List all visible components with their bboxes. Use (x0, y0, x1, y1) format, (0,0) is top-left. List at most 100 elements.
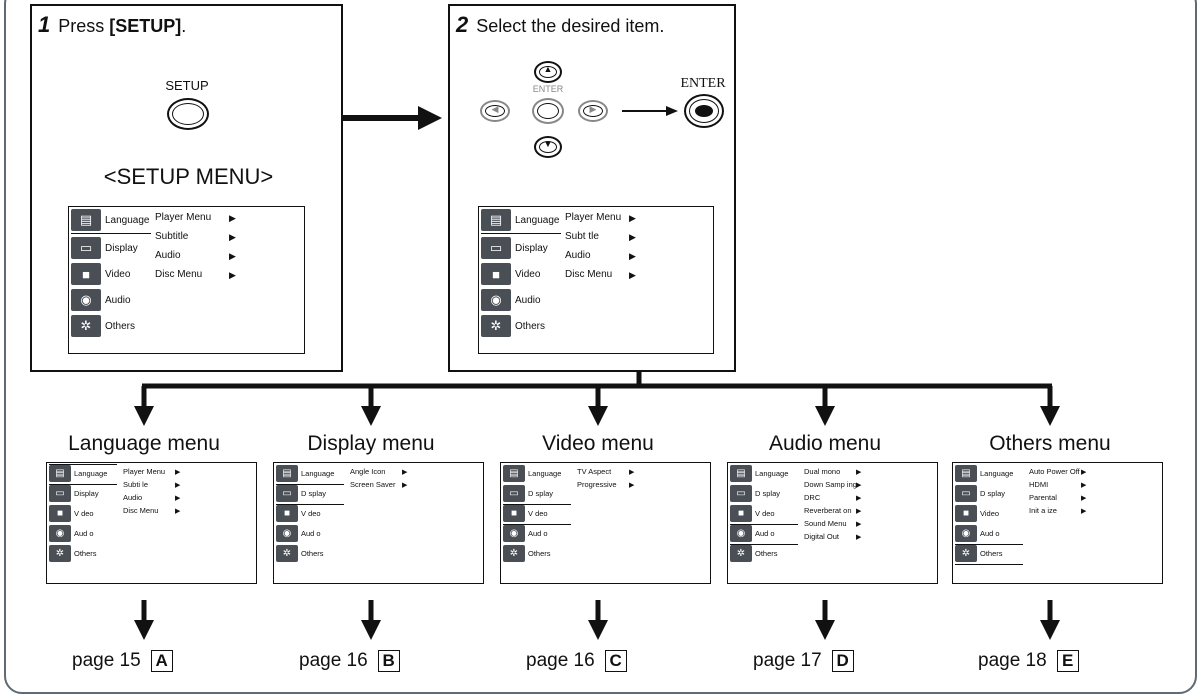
language-icon: ▤ (955, 465, 977, 482)
right-arrow-icon: ▶ (589, 104, 597, 114)
submenu-option[interactable]: Init a ize (1029, 506, 1057, 515)
arrow-right-icon: ▶ (175, 508, 181, 515)
arrow-right-icon: ▶ (629, 469, 635, 476)
page-number: page 18 (978, 650, 1047, 671)
submenu-option[interactable]: TV Aspect (577, 467, 612, 476)
option-disc-menu[interactable]: Disc Menu (565, 269, 613, 280)
menu-item-video[interactable]: ■V deo (276, 505, 321, 522)
down-arrow-icon: ▼ (543, 139, 553, 149)
arrow-right-icon: ▶ (629, 232, 636, 242)
setup-button[interactable] (167, 98, 209, 130)
menu-item-video[interactable]: ■Video (481, 263, 540, 285)
menu-item-display[interactable]: ▭D splay (730, 485, 780, 502)
menu-item-video[interactable]: ■V deo (503, 505, 548, 522)
menu-item-language[interactable]: ▤Language (481, 209, 560, 231)
display-icon: ▭ (276, 485, 298, 502)
menu-item-others[interactable]: ✲Others (730, 545, 778, 562)
menu-item-display[interactable]: ▭D splay (503, 485, 553, 502)
menu-item-label: V deo (301, 509, 321, 518)
menu-item-language[interactable]: ▤Language (730, 465, 788, 482)
submenu-option[interactable]: Screen Saver (350, 480, 396, 489)
menu-item-label: Others (301, 549, 324, 558)
menu-item-language[interactable]: ▤Language (503, 465, 561, 482)
submenu-option[interactable]: Dual mono (804, 467, 841, 476)
menu-item-display[interactable]: ▭Display (71, 237, 138, 259)
submenu-option[interactable]: Angle Icon (350, 467, 386, 476)
menu-item-others[interactable]: ✲Others (71, 315, 135, 337)
menu-item-audio[interactable]: ◉Aud o (49, 525, 94, 542)
menu-item-video[interactable]: ■Video (71, 263, 130, 285)
menu-item-others[interactable]: ✲Others (955, 545, 1003, 562)
menu-item-language[interactable]: ▤Language (71, 209, 150, 231)
menu-item-display[interactable]: ▭D splay (276, 485, 326, 502)
menu-item-display[interactable]: ▭D splay (955, 485, 1005, 502)
menu-item-others[interactable]: ✲Others (49, 545, 97, 562)
submenu-option[interactable]: Disc Menu (123, 506, 159, 515)
submenu-option[interactable]: Parental (1029, 493, 1057, 502)
arrow-right-icon: ▶ (1081, 508, 1087, 515)
arrow-right-icon: ▶ (1081, 482, 1087, 489)
submenu-option[interactable]: Auto Power Off (1029, 467, 1080, 476)
menu-item-audio[interactable]: ◉Aud o (730, 525, 775, 542)
menu-item-language[interactable]: ▤Language (49, 465, 107, 482)
arrow-right-icon: ▶ (856, 508, 862, 515)
right-button[interactable] (578, 100, 608, 122)
menu-item-others[interactable]: ✲Others (481, 315, 545, 337)
arrow-right-icon: ▶ (629, 251, 636, 261)
submenu-option[interactable]: Reverberat on (804, 506, 852, 515)
menu-item-language[interactable]: ▤Language (276, 465, 334, 482)
submenu-option[interactable]: Digital Out (804, 532, 840, 541)
submenu-option[interactable]: Sound Menu (804, 519, 847, 528)
menu-item-audio[interactable]: ◉Aud o (955, 525, 1000, 542)
menu-item-display[interactable]: ▭Display (481, 237, 548, 259)
diagram-frame (4, 0, 1197, 694)
menu-item-others[interactable]: ✲Others (276, 545, 324, 562)
option-disc-menu[interactable]: Disc Menu (155, 269, 203, 280)
menu-item-audio[interactable]: ◉Aud o (503, 525, 548, 542)
menu-item-video[interactable]: ■V deo (49, 505, 94, 522)
option-player-menu[interactable]: Player Menu (155, 212, 212, 223)
menu-item-video[interactable]: ■Video (955, 505, 999, 522)
audio-icon: ◉ (730, 525, 752, 542)
menu-item-label: D splay (980, 489, 1006, 498)
audio-menu-screen: ▤Language ▭D splay ■V deo ◉Aud o ✲Others Dual… (727, 462, 938, 584)
submenu-option[interactable]: Progressive (577, 480, 617, 489)
down-button[interactable] (534, 136, 562, 158)
menu-item-audio[interactable]: ◉Audio (71, 289, 131, 311)
submenu-option[interactable]: Audio (123, 493, 143, 502)
submenu-option[interactable]: HDMI (1029, 480, 1049, 489)
page-number: page 16 (526, 650, 595, 671)
submenu-option[interactable]: Down Samp ing (804, 480, 857, 489)
left-button[interactable] (480, 100, 510, 122)
menu-item-label: Display (74, 489, 99, 498)
menu-item-display[interactable]: ▭Display (49, 485, 99, 502)
menu-item-label: D splay (301, 489, 327, 498)
menu-item-audio[interactable]: ◉Audio (481, 289, 541, 311)
submenu-option[interactable]: DRC (804, 493, 821, 502)
others-icon: ✲ (955, 545, 977, 562)
menu-item-label: Aud o (755, 529, 775, 538)
menu-item-audio[interactable]: ◉Aud o (276, 525, 321, 542)
menu-item-video[interactable]: ■V deo (730, 505, 775, 522)
menu-divider (49, 464, 117, 465)
submenu-option[interactable]: Subti le (123, 480, 149, 489)
up-button[interactable] (534, 61, 562, 83)
arrow-right-icon: ▶ (402, 469, 408, 476)
option-audio[interactable]: Audio (565, 250, 591, 261)
option-player-menu[interactable]: Player Menu (565, 212, 622, 223)
language-icon: ▤ (49, 465, 71, 482)
option-subtitle[interactable]: Subtitle (155, 231, 189, 242)
option-subtitle[interactable]: Subt tle (565, 231, 599, 242)
enter-small-button[interactable] (532, 98, 564, 124)
menu-divider (955, 564, 1023, 565)
option-audio[interactable]: Audio (155, 250, 181, 261)
menu-item-language[interactable]: ▤Language (955, 465, 1013, 482)
submenu-option[interactable]: Player Menu (123, 467, 166, 476)
menu-item-others[interactable]: ✲Others (503, 545, 551, 562)
